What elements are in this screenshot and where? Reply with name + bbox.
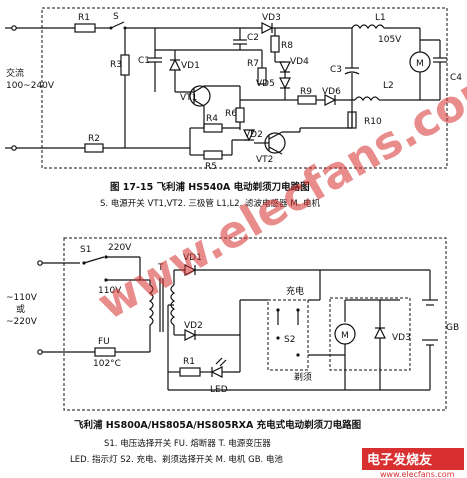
top-legend: S. 电源开关 VT1,VT2. 三极管 L1,L2. 滤波电感器 M. 电机 bbox=[100, 198, 320, 209]
ac-terminal-2 bbox=[11, 145, 17, 151]
diode-vd2 bbox=[243, 129, 255, 142]
label-r3: R3 bbox=[110, 60, 122, 70]
label-l1: L1 bbox=[375, 13, 386, 23]
label-vd3: VD3 bbox=[262, 13, 281, 23]
transformer-primary bbox=[148, 284, 154, 326]
diode-vd3 bbox=[261, 22, 274, 34]
resistor-r1 bbox=[179, 367, 201, 377]
switch-s2 bbox=[267, 299, 309, 371]
label-r6: R6 bbox=[225, 109, 237, 119]
label-shave: 剃须 bbox=[294, 371, 312, 383]
logo-background bbox=[362, 448, 464, 470]
label-vd4: VD4 bbox=[290, 57, 309, 67]
label-m: M bbox=[416, 59, 424, 69]
label-m: M bbox=[341, 331, 349, 341]
label-fu-temp: 102°C bbox=[93, 359, 121, 369]
logo-url: www.elecfans.com bbox=[380, 470, 455, 478]
resistor-r6 bbox=[235, 107, 245, 123]
top-enclosure bbox=[41, 7, 448, 169]
label-r7: R7 bbox=[247, 59, 259, 69]
motor-block bbox=[329, 297, 411, 371]
diode-vd3 bbox=[374, 326, 386, 339]
resistor-r1 bbox=[74, 23, 96, 33]
inductor-l2 bbox=[354, 96, 380, 102]
switch-s bbox=[110, 21, 125, 29]
label-vd2: VD2 bbox=[184, 321, 203, 331]
label-t: T bbox=[157, 263, 164, 273]
led bbox=[210, 366, 223, 378]
label-110v: 110V bbox=[98, 286, 122, 296]
label-vd2: VD2 bbox=[244, 130, 263, 140]
label-fu: FU bbox=[98, 337, 110, 347]
label-led: LED bbox=[210, 385, 228, 395]
label-input-110v: ~110V bbox=[6, 293, 38, 303]
site-logo: 电子发烧友 www.elecfans.com bbox=[362, 448, 464, 478]
zener-vd1 bbox=[169, 58, 181, 71]
label-r9: R9 bbox=[300, 87, 312, 97]
label-vd5: VD5 bbox=[256, 79, 275, 89]
logo-text: 电子发烧友 bbox=[367, 452, 432, 468]
diode-vd6 bbox=[324, 94, 337, 106]
label-r8: R8 bbox=[281, 41, 293, 51]
label-vt2: VT2 bbox=[256, 155, 273, 165]
inductor-l1 bbox=[351, 24, 385, 30]
label-vd1: VD1 bbox=[183, 253, 202, 263]
fuse-fu bbox=[94, 347, 116, 357]
label-s1: S1 bbox=[80, 245, 91, 255]
resistor-r8 bbox=[270, 35, 280, 53]
label-s: S bbox=[113, 12, 119, 22]
input-terminal-1 bbox=[37, 260, 43, 266]
label-s2: S2 bbox=[284, 335, 295, 345]
label-c1: C1 bbox=[138, 56, 150, 66]
bottom-legend-2: LED. 指示灯 S2. 充电、剃须选择开关 M. 电机 GB. 电池 bbox=[70, 454, 283, 465]
diode-vd5 bbox=[279, 77, 291, 90]
label-vt1: VT1 bbox=[180, 93, 197, 103]
label-220v: 220V bbox=[108, 243, 132, 253]
label-r4: R4 bbox=[206, 114, 218, 124]
label-input-220v: ~220V bbox=[6, 317, 38, 327]
bottom-enclosure bbox=[63, 237, 447, 411]
top-circuit: R1 S VD3 C2 R8 L1 105V R3 C1 VD1 R7 VD4 … bbox=[5, 7, 462, 209]
diode-vd2 bbox=[184, 329, 197, 341]
top-caption: 图 17-15 飞利浦 HS540A 电动剃须刀电路图 bbox=[110, 181, 310, 193]
resistor-r5 bbox=[203, 150, 223, 160]
label-input-or: 或 bbox=[16, 303, 25, 315]
resistor-r7 bbox=[257, 67, 267, 85]
label-vd3: VD3 bbox=[392, 333, 411, 343]
label-c2: C2 bbox=[247, 33, 259, 43]
ac-terminal-1 bbox=[11, 25, 17, 31]
input-terminal-2 bbox=[37, 349, 43, 355]
resistor-r10 bbox=[347, 111, 357, 129]
bottom-caption: 飞利浦 HS800A/HS805A/HS805RXA 充电式电动剃须刀电路图 bbox=[74, 419, 361, 431]
label-gb: GB bbox=[446, 323, 459, 333]
label-c3: C3 bbox=[330, 65, 342, 75]
label-vd1: VD1 bbox=[181, 61, 200, 71]
resistor-r9 bbox=[297, 95, 317, 105]
switch-s1 bbox=[83, 256, 105, 264]
label-vd6: VD6 bbox=[322, 87, 341, 97]
resistor-r3 bbox=[120, 54, 130, 76]
transistor-vt1 bbox=[189, 85, 211, 107]
label-ac: 交流 bbox=[6, 67, 24, 79]
label-r1: R1 bbox=[78, 13, 90, 23]
label-r10: R10 bbox=[364, 117, 382, 127]
diode-vd4 bbox=[279, 61, 291, 74]
label-c4: C4 bbox=[450, 73, 462, 83]
label-l2: L2 bbox=[383, 81, 394, 91]
bottom-legend-1: S1. 电压选择开关 FU. 熔断器 T. 电源变压器 bbox=[104, 438, 271, 449]
diode-vd1 bbox=[184, 264, 197, 276]
label-r2: R2 bbox=[88, 134, 100, 144]
label-r1: R1 bbox=[183, 357, 195, 367]
label-105v: 105V bbox=[378, 35, 402, 45]
label-ac-voltage: 100~240V bbox=[6, 81, 55, 91]
resistor-r4 bbox=[203, 123, 223, 133]
bottom-circuit: S1 220V T VD1 110V ~110V 或 ~220V 充电 GB V… bbox=[6, 237, 459, 465]
label-r5: R5 bbox=[205, 162, 217, 172]
label-charge: 充电 bbox=[286, 285, 304, 297]
resistor-r2 bbox=[84, 143, 104, 153]
